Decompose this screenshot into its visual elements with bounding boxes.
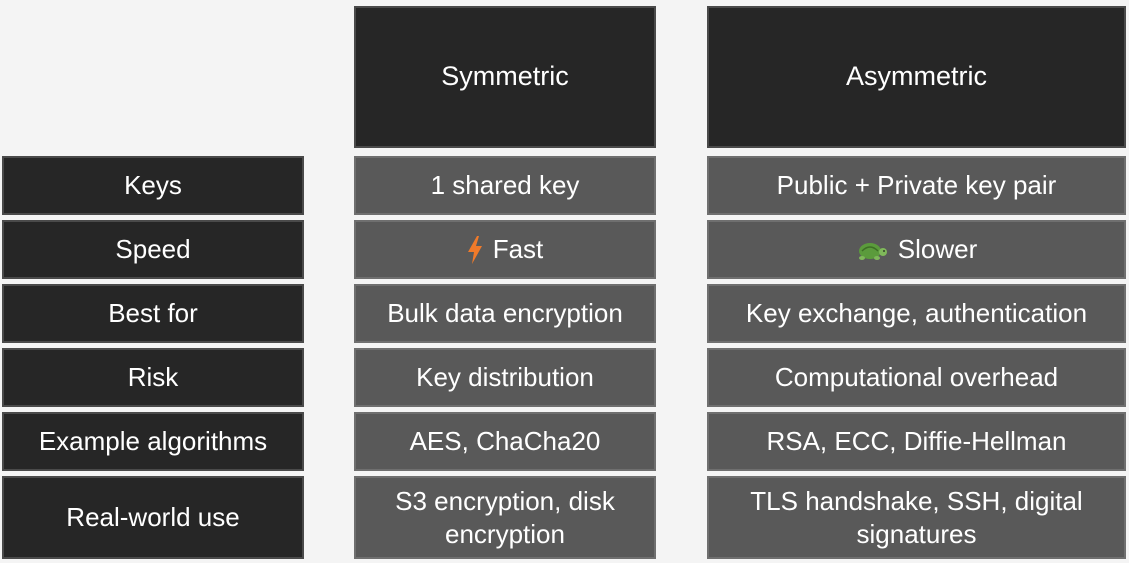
cell-text: Public + Private key pair <box>776 170 1057 201</box>
cell-text: Fast <box>492 234 544 265</box>
asymmetric-best-for-cell: Key exchange, authentication <box>707 284 1126 343</box>
row-label-text: Keys <box>124 170 182 201</box>
symmetric-speed-cell: Fast <box>354 220 656 279</box>
cell-text: Computational overhead <box>774 362 1059 393</box>
row-label-real-world-use: Real-world use <box>2 476 304 559</box>
row-label-example-algorithms: Example algorithms <box>2 412 304 471</box>
symmetric-real-world-use-cell: S3 encryption, disk encryption <box>354 476 656 559</box>
row-label-text: Risk <box>127 362 179 393</box>
cell-text: 1 shared key <box>430 170 580 201</box>
row-label-text: Example algorithms <box>38 426 268 457</box>
row-label-risk: Risk <box>2 348 304 407</box>
cell-text: Key exchange, authentication <box>745 298 1088 329</box>
symmetric-example-algorithms-cell: AES, ChaCha20 <box>354 412 656 471</box>
symmetric-risk-cell: Key distribution <box>354 348 656 407</box>
cell-text: Slower <box>897 234 978 265</box>
cell-text: AES, ChaCha20 <box>409 426 601 457</box>
asymmetric-real-world-use-cell: TLS handshake, SSH, digital signatures <box>707 476 1126 559</box>
cell-text: TLS handshake, SSH, digital signatures <box>750 486 1083 549</box>
column-header-symmetric: Symmetric <box>354 6 656 148</box>
lightning-bolt-icon <box>467 235 483 264</box>
symmetric-best-for-cell: Bulk data encryption <box>354 284 656 343</box>
row-label-best-for: Best for <box>2 284 304 343</box>
row-label-text: Real-world use <box>66 502 240 533</box>
cell-text: RSA, ECC, Diffie-Hellman <box>766 426 1067 457</box>
cell-text: S3 encryption, disk encryption <box>395 486 615 549</box>
symmetric-keys-cell: 1 shared key <box>354 156 656 215</box>
row-label-text: Speed <box>115 234 191 265</box>
column-header-asymmetric: Asymmetric <box>707 6 1126 148</box>
cell-text: Bulk data encryption <box>387 298 623 329</box>
row-label-speed: Speed <box>2 220 304 279</box>
cell-text: Key distribution <box>416 362 594 393</box>
column-header-symmetric-label: Symmetric <box>441 61 569 92</box>
asymmetric-speed-cell: Slower <box>707 220 1126 279</box>
asymmetric-risk-cell: Computational overhead <box>707 348 1126 407</box>
row-label-keys: Keys <box>2 156 304 215</box>
column-header-asymmetric-label: Asymmetric <box>846 61 987 92</box>
row-label-text: Best for <box>108 298 198 329</box>
turtle-icon <box>856 239 888 261</box>
asymmetric-example-algorithms-cell: RSA, ECC, Diffie-Hellman <box>707 412 1126 471</box>
asymmetric-keys-cell: Public + Private key pair <box>707 156 1126 215</box>
